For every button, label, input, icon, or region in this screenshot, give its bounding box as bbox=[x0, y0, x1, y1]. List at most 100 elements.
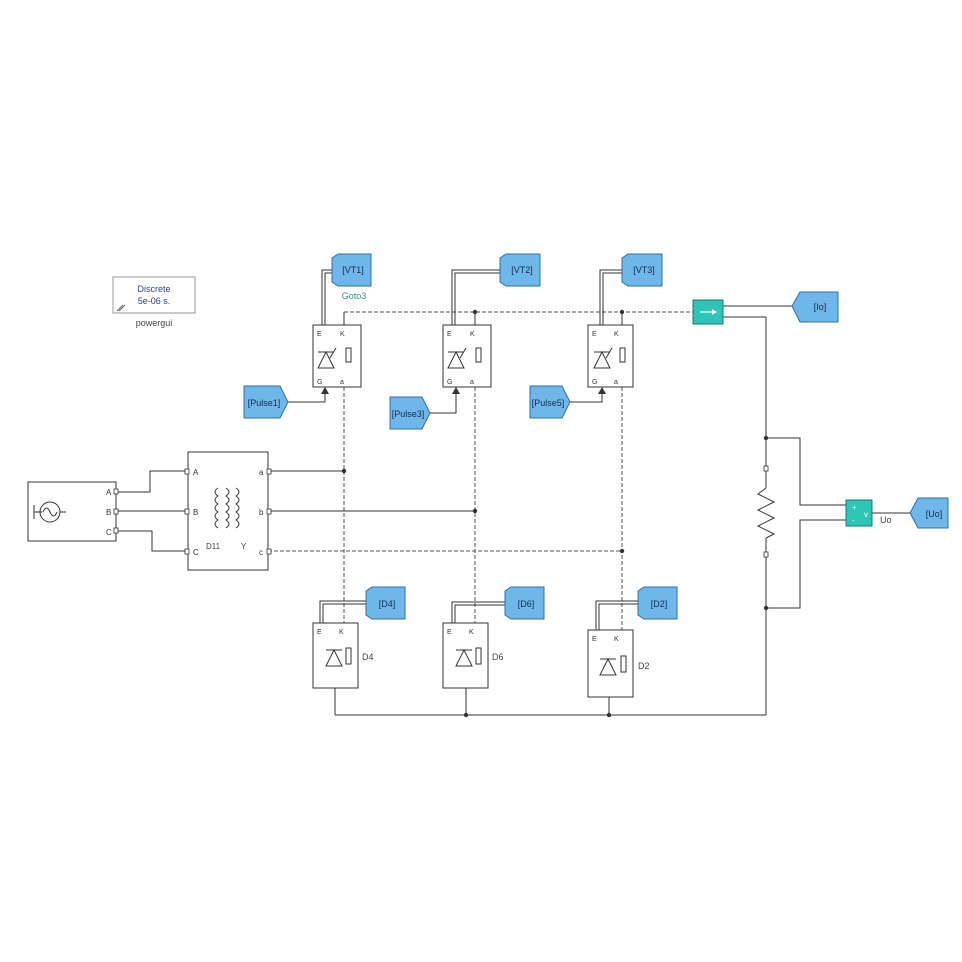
port-k-label: K bbox=[614, 636, 619, 643]
goto-tag[interactable] bbox=[621, 253, 663, 287]
diode-icon bbox=[325, 648, 343, 667]
thyristor-icon bbox=[593, 350, 611, 369]
wire-d2-m2 bbox=[598, 603, 638, 630]
wire-d6-m2 bbox=[454, 604, 505, 623]
port-e-label: E bbox=[317, 331, 322, 338]
junction-dot bbox=[763, 605, 769, 611]
transformer-block[interactable]: A B C a b c D11 Y bbox=[184, 451, 272, 571]
wire-d4-m bbox=[319, 600, 366, 623]
xfmr-port-c: C bbox=[193, 548, 199, 557]
thyristor-vt3[interactable]: E K G a bbox=[587, 324, 634, 394]
thyristor-icon bbox=[447, 350, 465, 369]
port-e-label: E bbox=[592, 331, 597, 338]
port-square bbox=[266, 468, 272, 475]
from-pulse5[interactable]: [Pulse5] bbox=[529, 385, 571, 419]
powergui-timestep: 5e-06 s. bbox=[138, 296, 171, 306]
diode-icon bbox=[455, 648, 473, 667]
goto-tag[interactable] bbox=[365, 586, 406, 620]
thyristor-vt1[interactable]: E K G a bbox=[312, 324, 362, 394]
voltage-meas-frame[interactable] bbox=[845, 499, 873, 527]
diode-d4-label: D4 bbox=[362, 652, 374, 662]
goto-tag[interactable] bbox=[637, 586, 678, 620]
wire-phase-a bbox=[116, 470, 188, 493]
wire-vmeas-minus bbox=[766, 519, 846, 609]
junction-dot bbox=[763, 435, 769, 441]
goto-vt3[interactable]: [VT3] bbox=[621, 253, 663, 287]
port-e-label: E bbox=[447, 629, 452, 636]
goto-tag[interactable] bbox=[499, 253, 541, 287]
diode-d6[interactable]: E K D6 bbox=[442, 622, 504, 689]
junctions bbox=[341, 309, 769, 718]
voltage-measurement-block[interactable]: + - v Uo bbox=[845, 499, 892, 527]
from-pulse3[interactable]: [Pulse3] bbox=[389, 396, 431, 430]
goto-tag[interactable] bbox=[331, 253, 372, 287]
goto-uo[interactable]: [Uo] bbox=[909, 497, 949, 529]
goto-tag[interactable] bbox=[504, 586, 545, 620]
wire-vt2-m2 bbox=[454, 272, 500, 325]
voltmeter-plus-icon: + bbox=[852, 503, 857, 512]
current-measurement-block[interactable] bbox=[692, 299, 724, 325]
arrow-icon bbox=[712, 309, 717, 315]
goto-uo-label: [Uo] bbox=[926, 509, 943, 519]
junction-dot bbox=[619, 548, 625, 554]
diode-d4[interactable]: E K D4 bbox=[312, 622, 374, 689]
goto-tag[interactable] bbox=[909, 497, 949, 529]
thyristor-frame[interactable] bbox=[442, 324, 492, 388]
link-icon bbox=[116, 304, 126, 312]
thyristor-frame[interactable] bbox=[312, 324, 362, 388]
powergui-block[interactable]: Discrete 5e-06 s. powergui bbox=[112, 276, 196, 328]
goto-tag[interactable] bbox=[791, 291, 839, 323]
wire-pulse3 bbox=[430, 388, 457, 414]
gate-arrow-icon bbox=[321, 387, 329, 394]
snubber-icon bbox=[345, 347, 352, 363]
resistor-icon[interactable] bbox=[756, 487, 776, 539]
thyristor-icon bbox=[317, 350, 335, 369]
snubber-icon bbox=[475, 647, 482, 665]
thyristor-vt2[interactable]: E K G a bbox=[442, 324, 492, 394]
port-g-label: G bbox=[592, 379, 597, 386]
load-resistor[interactable] bbox=[756, 465, 776, 558]
powergui-frame[interactable] bbox=[112, 276, 196, 314]
junction-dot bbox=[472, 309, 478, 315]
junction-dot bbox=[463, 712, 469, 718]
goto-vt2[interactable]: [VT2] bbox=[499, 253, 541, 287]
goto-d4[interactable]: [D4] bbox=[365, 586, 406, 620]
gate-lead-icon bbox=[459, 347, 467, 359]
snubber-icon bbox=[620, 655, 627, 673]
junction-dot bbox=[472, 508, 478, 514]
xfmr-port-sec-b: b bbox=[259, 508, 264, 517]
three-phase-source[interactable]: A B C bbox=[27, 481, 119, 542]
port-e-label: E bbox=[447, 331, 452, 338]
powergui-label: powergui bbox=[136, 318, 173, 328]
port-square bbox=[763, 551, 769, 558]
port-square bbox=[113, 508, 119, 515]
goto-d2-label: [D2] bbox=[651, 599, 668, 609]
secondary-coil-icon bbox=[225, 487, 230, 529]
goto-d6[interactable]: [D6] bbox=[504, 586, 545, 620]
goto-io-label: [Io] bbox=[814, 302, 827, 312]
diode-d6-label: D6 bbox=[492, 652, 504, 662]
gate-arrow-icon bbox=[598, 387, 606, 394]
xfmr-winding-label: Y bbox=[241, 542, 247, 551]
diode-d2[interactable]: E K D2 bbox=[587, 629, 650, 698]
source-port-b: B bbox=[106, 508, 111, 517]
xfmr-port-sec-a: a bbox=[259, 468, 264, 477]
primary-coil-icon bbox=[214, 487, 219, 529]
goto-io[interactable]: [Io] bbox=[791, 291, 839, 323]
port-square bbox=[266, 508, 272, 515]
from-tag[interactable] bbox=[389, 396, 431, 430]
from-pulse1[interactable]: [Pulse1] bbox=[243, 385, 289, 419]
junction-dot bbox=[341, 468, 347, 474]
from-tag[interactable] bbox=[529, 385, 571, 419]
goto-d2[interactable]: [D2] bbox=[637, 586, 678, 620]
port-a-label: a bbox=[614, 379, 618, 386]
wire-pulse1 bbox=[286, 388, 326, 403]
source-frame[interactable] bbox=[27, 481, 117, 542]
port-k-label: K bbox=[614, 331, 619, 338]
from-tag[interactable] bbox=[243, 385, 289, 419]
goto-vt1[interactable]: [VT1] bbox=[331, 253, 372, 287]
voltmeter-minus-icon: - bbox=[852, 516, 855, 525]
port-k-label: K bbox=[469, 629, 474, 636]
junction-dot bbox=[606, 712, 612, 718]
